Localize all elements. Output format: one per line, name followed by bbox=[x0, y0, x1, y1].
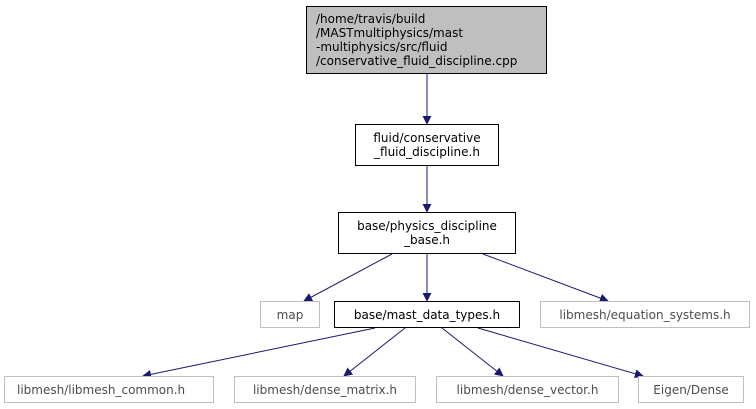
edge-mast-data-types-to-libmesh-common bbox=[142, 327, 376, 379]
edge-mast-data-types-to-dense-matrix bbox=[343, 327, 406, 377]
node-eigen-dense: Eigen/Dense bbox=[638, 376, 744, 403]
node-conservative-fluid-discipline-h[interactable]: fluid/conservative _fluid_discipline.h bbox=[355, 124, 499, 166]
node-dense-vector-h: libmesh/dense_vector.h bbox=[436, 376, 619, 403]
edge-mast-data-types-to-dense-vector bbox=[441, 327, 504, 377]
node-mast-data-types-h[interactable]: base/mast_data_types.h bbox=[334, 301, 520, 328]
node-dense-matrix-h: libmesh/dense_matrix.h bbox=[234, 376, 416, 403]
node-equation-systems-h: libmesh/equation_systems.h bbox=[540, 301, 750, 328]
node-conservative-fluid-discipline-cpp: /home/travis/build /MASTmultiphysics/mas… bbox=[306, 6, 547, 74]
edge-physics-discipline-base-to-map bbox=[303, 253, 393, 302]
node-physics-discipline-base-h[interactable]: base/physics_discipline _base.h bbox=[338, 212, 516, 254]
node-map: map bbox=[260, 301, 320, 328]
edge-physics-discipline-base-to-equation-systems bbox=[482, 253, 609, 303]
node-libmesh-common-h: libmesh/libmesh_common.h bbox=[4, 376, 214, 403]
edge-mast-data-types-to-eigen-dense bbox=[477, 327, 644, 379]
